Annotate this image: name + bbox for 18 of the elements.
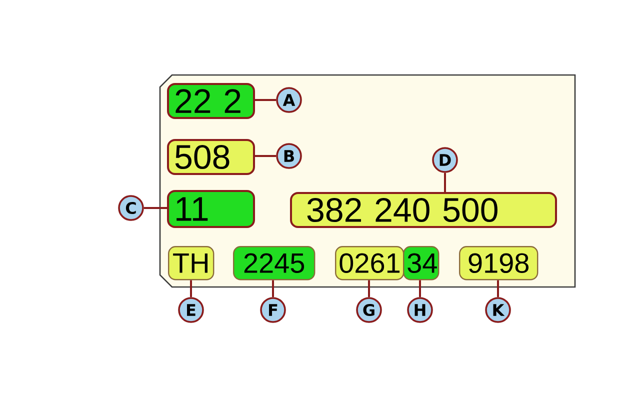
leader-line bbox=[368, 280, 370, 298]
highlight-box: TH bbox=[168, 246, 214, 280]
highlight-box: 382 240 500 bbox=[290, 192, 557, 228]
highlight-box: 11 bbox=[167, 190, 255, 228]
leader-line bbox=[272, 280, 274, 298]
leader-line bbox=[255, 99, 276, 101]
highlight-box: 2245 bbox=[233, 246, 316, 280]
highlight-box: 9198 bbox=[459, 246, 538, 280]
leader-line bbox=[419, 280, 421, 298]
leader-line bbox=[497, 280, 499, 298]
leader-line bbox=[190, 280, 192, 298]
highlight-box: 22 2 bbox=[167, 83, 255, 119]
highlight-box: 34 bbox=[403, 246, 440, 280]
leader-line bbox=[444, 172, 446, 192]
leader-line bbox=[255, 155, 276, 157]
highlight-box: 508 bbox=[167, 139, 255, 175]
leader-line bbox=[144, 207, 167, 209]
highlight-box: 0261 bbox=[335, 246, 404, 280]
